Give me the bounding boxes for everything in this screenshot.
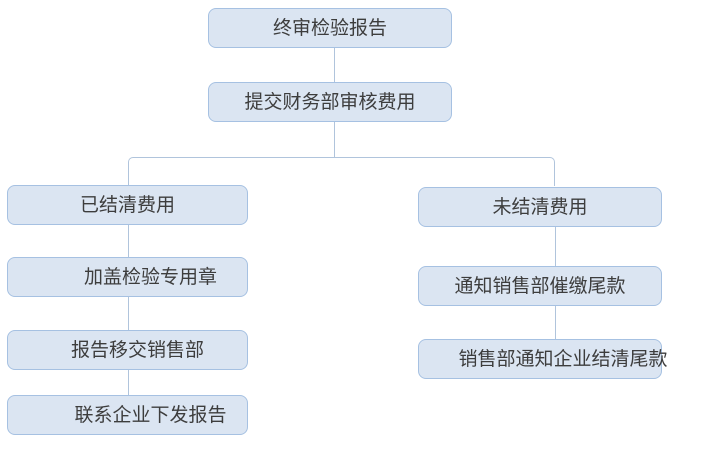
- edge-stamp-seal-to-report-sales: [128, 297, 129, 330]
- node-submit-finance-review: 提交财务部审核费用: [208, 82, 452, 122]
- edge-submit-finance-to-branch: [334, 122, 335, 157]
- edge-report-sales-to-contact-enterprise: [128, 370, 129, 395]
- edge-fees-unsettled-to-notify-sales: [555, 227, 556, 266]
- edge-notify-sales-to-sales-notify-enterprise: [555, 306, 556, 339]
- node-fees-unsettled: 未结清费用: [418, 187, 662, 227]
- node-fees-settled: 已结清费用: [7, 185, 248, 225]
- node-contact-enterprise-issue: 联系企业下发报告: [7, 395, 248, 435]
- node-final-inspection-report: 终审检验报告: [208, 8, 452, 48]
- node-sales-notify-enterprise-settle: 销售部通知企业结清尾款: [418, 339, 668, 379]
- edge-fees-settled-to-stamp-seal: [128, 225, 129, 257]
- edge-branch-split: [128, 157, 555, 186]
- node-report-to-sales: 报告移交销售部: [7, 330, 248, 370]
- edge-final-report-to-submit-finance: [334, 48, 335, 82]
- node-notify-sales-collect-balance: 通知销售部催缴尾款: [418, 266, 662, 306]
- node-stamp-inspection-seal: 加盖检验专用章: [7, 257, 248, 297]
